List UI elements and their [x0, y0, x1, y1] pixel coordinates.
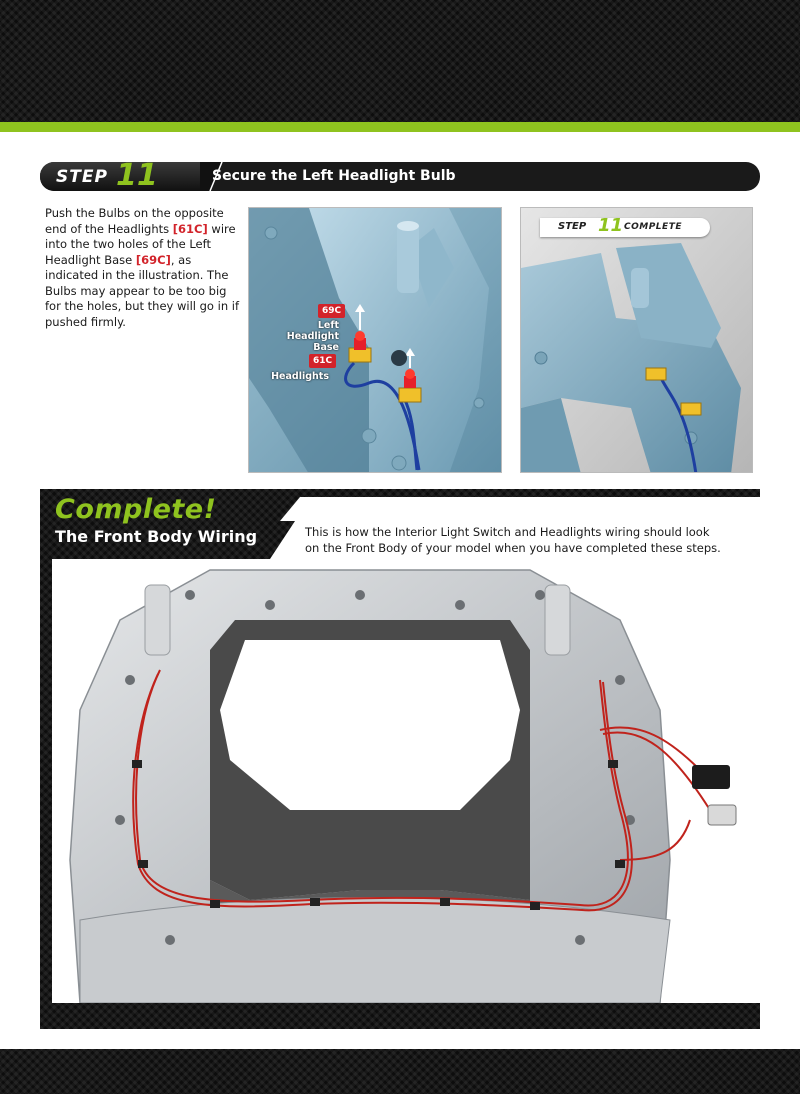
front-body-wiring-illustration: [69, 569, 737, 1004]
reference-61c: [61C]: [172, 221, 208, 236]
complete-badge-label: COMPLETE: [624, 222, 682, 232]
complete-subtitle: The Front Body Wiring: [55, 527, 258, 546]
footer-carbon-band: [0, 1049, 800, 1094]
callout-label-headlights: Headlights: [271, 371, 329, 382]
header-green-stripe: [0, 122, 800, 132]
step-complete-illustration: [521, 208, 752, 472]
complete-heading: Complete!: [55, 494, 217, 525]
instruction-part-1: Push the Bulbs on the opposite end of th…: [45, 206, 224, 236]
step-number: 11: [116, 158, 158, 193]
header-carbon-band: [0, 0, 800, 122]
callout-base-line-2: Base: [313, 342, 339, 353]
instruction-part-3: , as indicated in the illustration. The …: [45, 252, 240, 329]
callout-tag-69c: 69C: [318, 304, 346, 318]
complete-badge-step-word: STEP: [558, 221, 587, 232]
step-complete-photo: [520, 207, 753, 473]
headlight-base-illustration: [249, 208, 501, 472]
complete-description: This is how the Interior Light Switch an…: [305, 525, 721, 555]
step-word: STEP: [56, 167, 108, 187]
instruction-part-2: wire into the two holes of the Left Head…: [45, 221, 236, 267]
step-header-divider: [200, 162, 223, 191]
step-header-badge: [40, 162, 200, 191]
front-body-wiring-photo: [60, 560, 750, 1004]
step-complete-badge: STEP 11 COMPLETE: [540, 215, 710, 237]
step-header: STEP 11 Secure the Left Headlight Bulb: [40, 158, 760, 193]
instruction-text: Push the Bulbs on the opposite end of th…: [45, 206, 245, 330]
step-title: Secure the Left Headlight Bulb: [212, 168, 456, 184]
callout-base-line-1: Left Headlight: [286, 320, 339, 342]
callout-tag-61c: 61C: [309, 354, 337, 368]
complete-badge-step-number: 11: [598, 215, 624, 236]
reference-69c: [69C]: [135, 252, 171, 267]
